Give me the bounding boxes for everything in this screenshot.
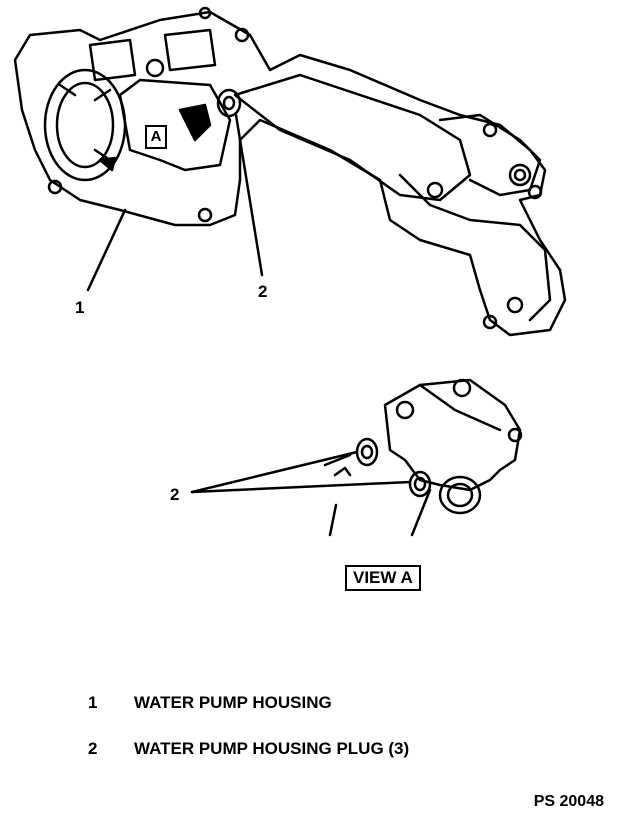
legend-description: WATER PUMP HOUSING PLUG (3) (134, 739, 410, 758)
legend-row-2: 2 WATER PUMP HOUSING PLUG (3) (88, 739, 409, 759)
callout-1: 1 (75, 298, 85, 317)
leader-line-1 (86, 208, 127, 292)
housing-plug-top (216, 88, 242, 118)
callout-2-top: 2 (258, 282, 268, 301)
view-marker-a: A (145, 125, 167, 149)
callout-2-view: 2 (170, 485, 180, 504)
leader-line-2-top (234, 113, 264, 277)
leader-line-2-view-b (190, 480, 412, 494)
leader-line-2-view-a (190, 450, 359, 494)
figure-code: PS 20048 (533, 793, 604, 810)
legend-row-1: 1 WATER PUMP HOUSING (88, 693, 332, 713)
view-a-label: VIEW A (345, 565, 421, 591)
legend-number: 2 (88, 739, 98, 758)
legend-number: 1 (88, 693, 98, 712)
legend-description: WATER PUMP HOUSING (134, 693, 332, 712)
water-pump-housing (13, 6, 567, 337)
view-a-detail (323, 378, 523, 537)
